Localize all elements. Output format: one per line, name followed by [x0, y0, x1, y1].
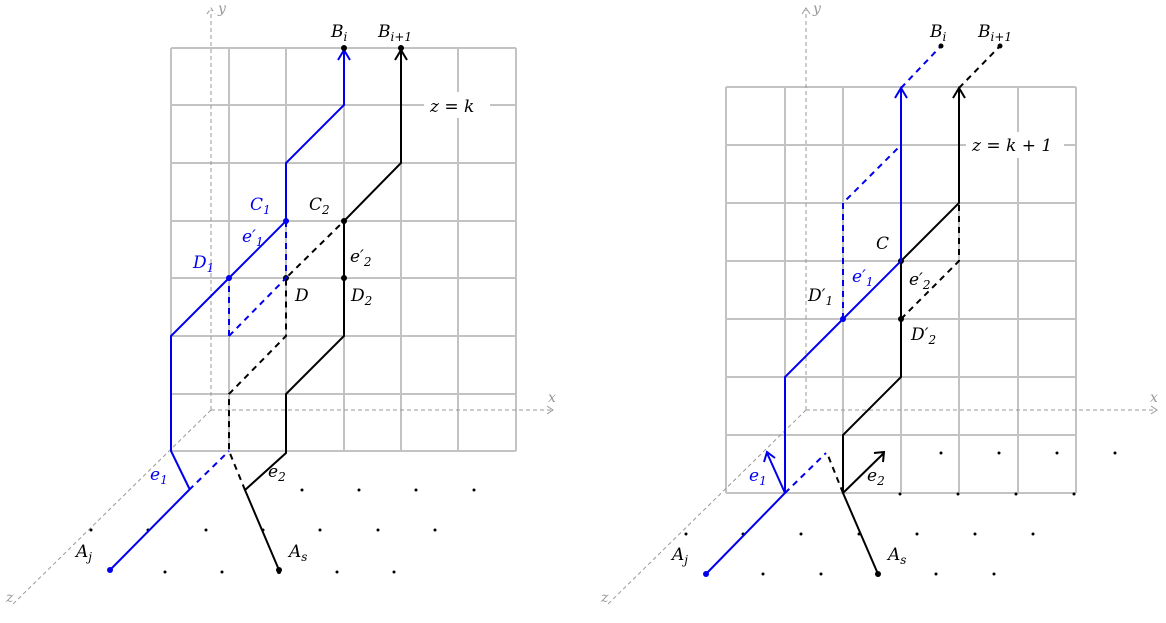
right-label-e1: e1 [749, 466, 767, 488]
left-label-e1prime: e′1 [242, 227, 264, 249]
left-black-path [228, 45, 408, 573]
left-label-C2: C2 [309, 195, 330, 217]
left-label-e2prime: e′2 [350, 247, 372, 269]
right-label-C: C [876, 234, 889, 254]
right-label-e1prime: e′1 [852, 267, 874, 289]
right-x-axis-label: x [1150, 390, 1158, 406]
left-label-e2: e2 [268, 462, 286, 484]
left-label-D: D [294, 286, 309, 306]
right-black-path [826, 43, 1003, 577]
left-label-Aj: Aj [74, 542, 92, 564]
left-label-C1: C1 [250, 195, 271, 217]
left-label-As: As [287, 542, 307, 564]
left-label-D1: D1 [192, 253, 214, 275]
left-label-e1: e1 [150, 465, 168, 487]
right-label-D1prime: D′1 [807, 286, 833, 308]
left-blue-path [107, 45, 351, 573]
right-label-D2prime: D′2 [910, 325, 936, 347]
right-y-axis-label: y [812, 1, 822, 17]
right-label-e2: e2 [867, 466, 885, 488]
left-z-axis-label: z [5, 590, 14, 606]
right-label-e2prime: e′2 [909, 270, 931, 292]
right-label-Bi: Bi [929, 22, 947, 44]
right-label-Bi1: Bi+1 [977, 22, 1012, 44]
left-label-Bi: Bi [330, 22, 348, 44]
left-label-D2: D2 [350, 286, 372, 308]
right-z-axis-label: z [600, 590, 609, 606]
right-label-Aj: Aj [670, 545, 688, 567]
right-panel: z = k + 1 y x z [600, 1, 1158, 606]
left-x-axis-label: x [548, 390, 556, 406]
left-plane-label: z = k [429, 97, 474, 117]
right-plane-label: z = k + 1 [971, 136, 1052, 156]
left-z-axis [11, 409, 212, 606]
left-panel: z = k y x z [5, 1, 556, 606]
right-z-axis [606, 409, 807, 606]
right-label-As: As [886, 545, 906, 567]
right-blue-path [703, 43, 944, 577]
left-label-Bi1: Bi+1 [377, 22, 412, 44]
left-y-axis-label: y [217, 1, 227, 17]
